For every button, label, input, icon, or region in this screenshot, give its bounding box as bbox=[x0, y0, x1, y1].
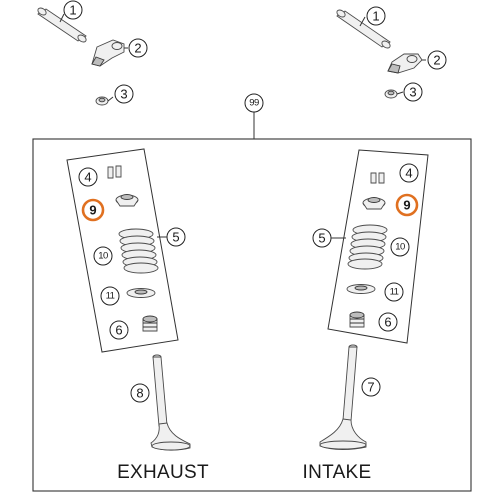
svg-text:6: 6 bbox=[384, 315, 391, 330]
callout-4-right: 4 bbox=[399, 163, 419, 183]
valve-cap-left bbox=[95, 96, 109, 106]
valve-cap-right bbox=[384, 89, 398, 99]
svg-text:3: 3 bbox=[409, 85, 416, 100]
spring-retainer-left bbox=[115, 194, 139, 207]
label-exhaust: EXHAUST bbox=[117, 462, 209, 483]
callout-1-left: 1 bbox=[63, 0, 83, 20]
svg-text:4: 4 bbox=[405, 166, 412, 181]
valve-kit-frame bbox=[32, 138, 472, 492]
svg-text:9: 9 bbox=[89, 203, 96, 218]
svg-text:11: 11 bbox=[106, 291, 115, 302]
valve-keepers-right bbox=[370, 172, 385, 184]
svg-text:2: 2 bbox=[433, 53, 440, 68]
svg-text:10: 10 bbox=[395, 242, 405, 253]
callout-5-left: 5 bbox=[166, 227, 186, 247]
label-intake: INTAKE bbox=[302, 462, 371, 483]
callout-4-left: 4 bbox=[78, 167, 98, 187]
callout-9-left: 9 bbox=[81, 198, 105, 222]
callout-6-left: 6 bbox=[109, 320, 129, 340]
rocker-shaft-left bbox=[37, 7, 87, 43]
svg-text:2: 2 bbox=[134, 41, 141, 56]
callout-10-left: 10 bbox=[93, 246, 113, 266]
exhaust-valve bbox=[150, 354, 191, 451]
callout-7: 7 bbox=[361, 377, 381, 397]
callout-11-left: 11 bbox=[100, 286, 120, 306]
spring-retainer-right bbox=[362, 197, 386, 210]
svg-text:11: 11 bbox=[390, 287, 399, 298]
callout-9-right: 9 bbox=[395, 193, 419, 217]
svg-text:7: 7 bbox=[367, 380, 374, 395]
callout-3-right: 3 bbox=[403, 82, 423, 102]
valve-stem-seal-left bbox=[142, 315, 158, 332]
callout-11-right: 11 bbox=[384, 282, 404, 302]
spring-seat-left bbox=[126, 288, 156, 298]
callout-99: 99 bbox=[244, 93, 264, 113]
callout-2-right: 2 bbox=[427, 50, 447, 70]
callout-5-right: 5 bbox=[312, 228, 332, 248]
svg-text:8: 8 bbox=[136, 386, 143, 401]
valve-stem-seal-right bbox=[349, 311, 365, 328]
callout-2-left: 2 bbox=[128, 38, 148, 58]
svg-text:99: 99 bbox=[249, 98, 259, 109]
rocker-arm-left bbox=[91, 39, 125, 67]
svg-text:5: 5 bbox=[318, 231, 325, 246]
svg-text:10: 10 bbox=[98, 251, 108, 262]
svg-text:4: 4 bbox=[84, 170, 91, 185]
svg-text:1: 1 bbox=[372, 9, 379, 24]
callout-3-left: 3 bbox=[114, 84, 134, 104]
valve-spring-right bbox=[347, 224, 388, 270]
svg-text:9: 9 bbox=[403, 198, 410, 213]
rocker-assembly-right bbox=[336, 9, 426, 99]
valve-keepers-left bbox=[107, 165, 122, 179]
rocker-assembly-left bbox=[37, 7, 128, 106]
svg-text:3: 3 bbox=[120, 87, 127, 102]
valve-spring-left bbox=[118, 228, 159, 274]
callout-6-right: 6 bbox=[378, 312, 398, 332]
rocker-arm-right bbox=[387, 53, 423, 74]
rocker-shaft-right bbox=[336, 9, 391, 49]
callout-8: 8 bbox=[130, 383, 150, 403]
svg-text:6: 6 bbox=[115, 323, 122, 338]
spring-seat-right bbox=[346, 284, 376, 294]
intake-valve bbox=[319, 344, 367, 450]
callout-1-right: 1 bbox=[366, 6, 386, 26]
callout-10-right: 10 bbox=[390, 237, 410, 257]
svg-text:1: 1 bbox=[69, 3, 76, 18]
svg-text:5: 5 bbox=[172, 230, 179, 245]
